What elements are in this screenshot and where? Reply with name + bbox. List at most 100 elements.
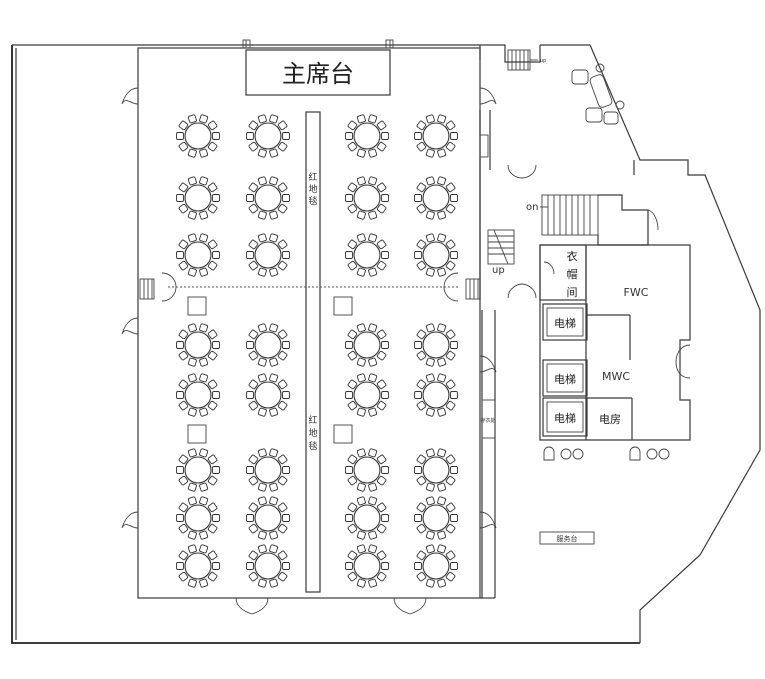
table-top: [422, 504, 450, 532]
table-chair: [248, 260, 259, 271]
service-block: 衣 帽 间 电梯 电梯 电梯 FWC MWC 电房: [539, 244, 691, 441]
table-chair: [257, 530, 267, 540]
pillars: [187, 296, 353, 444]
table-chair: [347, 400, 358, 411]
table-top: [422, 122, 450, 150]
table-chair: [207, 550, 218, 561]
table-chair: [207, 203, 218, 214]
table-chair: [248, 454, 259, 465]
table-chair: [248, 550, 259, 561]
table-chair: [416, 260, 427, 271]
table-chair: [376, 182, 387, 193]
carpet-label-top-1: 红: [308, 171, 317, 183]
table-chair: [368, 482, 378, 492]
table-chair: [212, 251, 220, 259]
table-top: [353, 504, 381, 532]
table-chair: [368, 448, 378, 458]
table-chair: [178, 550, 189, 561]
table-chair: [437, 544, 447, 554]
table-top: [353, 331, 381, 359]
table-chair: [368, 530, 378, 540]
banquet-table: [345, 114, 389, 158]
table-chair: [248, 141, 259, 152]
table-chair: [176, 562, 184, 570]
table-chair: [376, 350, 387, 361]
table-chair: [257, 323, 267, 333]
table-chair: [282, 132, 290, 140]
table-chair: [178, 203, 189, 214]
table-chair: [368, 148, 378, 158]
table-chair: [347, 350, 358, 361]
table-chair: [437, 176, 447, 186]
table-chair: [178, 182, 189, 193]
table-chair: [199, 233, 209, 243]
table-chair: [376, 400, 387, 411]
table-chair: [376, 571, 387, 582]
table-top: [184, 504, 212, 532]
table-top: [184, 184, 212, 212]
table-top: [353, 381, 381, 409]
table-chair: [207, 239, 218, 250]
table-chair: [368, 544, 378, 554]
table-top: [422, 331, 450, 359]
table-chair: [187, 407, 197, 417]
table-chair: [207, 400, 218, 411]
table-chair: [376, 141, 387, 152]
table-chair: [425, 210, 435, 220]
table-chair: [178, 379, 189, 390]
banquet-table: [246, 233, 290, 277]
table-chair: [437, 448, 447, 458]
table-chair: [437, 357, 447, 367]
table-chair: [347, 571, 358, 582]
table-chair: [445, 454, 456, 465]
table-chair: [345, 341, 353, 349]
table-chair: [368, 373, 378, 383]
table-chair: [199, 323, 209, 333]
table-chair: [246, 251, 254, 259]
carpet-label-bottom-3: 毯: [308, 440, 317, 452]
table-chair: [356, 373, 366, 383]
table-chair: [199, 114, 209, 124]
table-top: [353, 456, 381, 484]
table-chair: [178, 120, 189, 131]
table-chair: [269, 530, 279, 540]
table-top: [254, 122, 282, 150]
table-chair: [248, 379, 259, 390]
table-chair: [257, 496, 267, 506]
table-chair: [414, 132, 422, 140]
table-chair: [277, 350, 288, 361]
table-chair: [356, 357, 366, 367]
top-right-stair: up: [507, 49, 546, 71]
table-chair: [414, 514, 422, 522]
table-chair: [246, 132, 254, 140]
table-chair: [347, 329, 358, 340]
table-chair: [178, 454, 189, 465]
reception-desk: 服务台: [539, 531, 595, 545]
table-chair: [445, 329, 456, 340]
table-chair: [416, 502, 427, 513]
table-chair: [277, 523, 288, 534]
banquet-table: [176, 176, 220, 220]
table-chair: [368, 114, 378, 124]
table-chair: [257, 373, 267, 383]
table-chair: [416, 400, 427, 411]
table-chair: [445, 239, 456, 250]
table-chair: [199, 210, 209, 220]
elevator-3-label: 电梯: [554, 412, 576, 425]
table-top: [422, 184, 450, 212]
table-top: [184, 552, 212, 580]
table-chair: [257, 267, 267, 277]
table-chair: [437, 482, 447, 492]
table-chair: [347, 260, 358, 271]
carpet-label-top-2: 地: [308, 183, 317, 195]
electrical-room-label: 电房: [599, 413, 621, 426]
table-chair: [269, 357, 279, 367]
table-chair: [414, 562, 422, 570]
table-chair: [282, 251, 290, 259]
table-chair: [437, 114, 447, 124]
table-chair: [414, 466, 422, 474]
table-chair: [445, 120, 456, 131]
table-chair: [257, 233, 267, 243]
table-chair: [445, 260, 456, 271]
banquet-table: [414, 323, 458, 367]
